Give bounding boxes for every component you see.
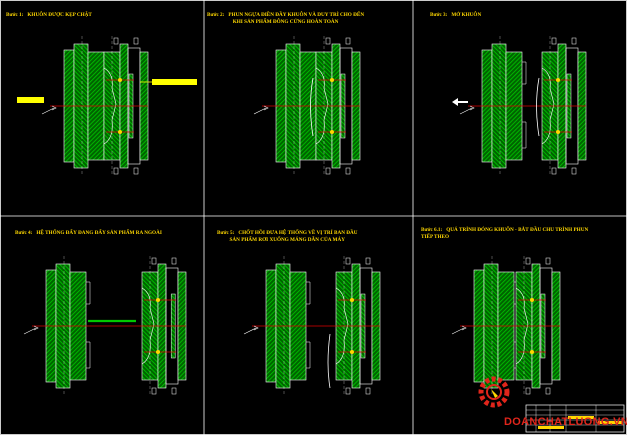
- mold-step-5: [243, 256, 381, 396]
- step-4-label: Bước 4:HỆ THỐNG ĐẨY ĐANG ĐẨY SẢN PHẨM RA…: [15, 230, 162, 236]
- gear-logo-icon: [478, 376, 510, 408]
- mold-step-3: [459, 36, 587, 176]
- opening-arrow: [452, 98, 468, 106]
- nozzle-bar-right: [152, 79, 197, 85]
- mold-step-1: [41, 36, 149, 176]
- mold-step-6: [451, 256, 561, 396]
- mold-step-2: [253, 36, 361, 176]
- step-6-label: Bước 6.1:QUÁ TRÌNH ĐÓNG KHUÔN - BẮT ĐẦU …: [421, 227, 589, 240]
- watermark-text: DOANCHATLUONG.VN: [504, 416, 627, 428]
- step-5-label: Bước 5:CHỐT HỒI ĐƯA HỆ THỐNG VỀ VỊ TRÍ B…: [217, 230, 358, 243]
- step-1-label: Bước 1:KHUÔN ĐƯỢC KẸP CHẶT: [6, 12, 92, 18]
- title-block: [525, 404, 625, 433]
- nozzle-bar-left: [17, 97, 44, 103]
- mold-step-4: [23, 256, 187, 396]
- step-3-label: Bước 3:MỞ KHUÔN: [430, 12, 482, 18]
- step-2-label: Bước 2:PHUN NGỰA ĐIỀN ĐẦY KHUÔN VÀ DUY T…: [207, 12, 365, 25]
